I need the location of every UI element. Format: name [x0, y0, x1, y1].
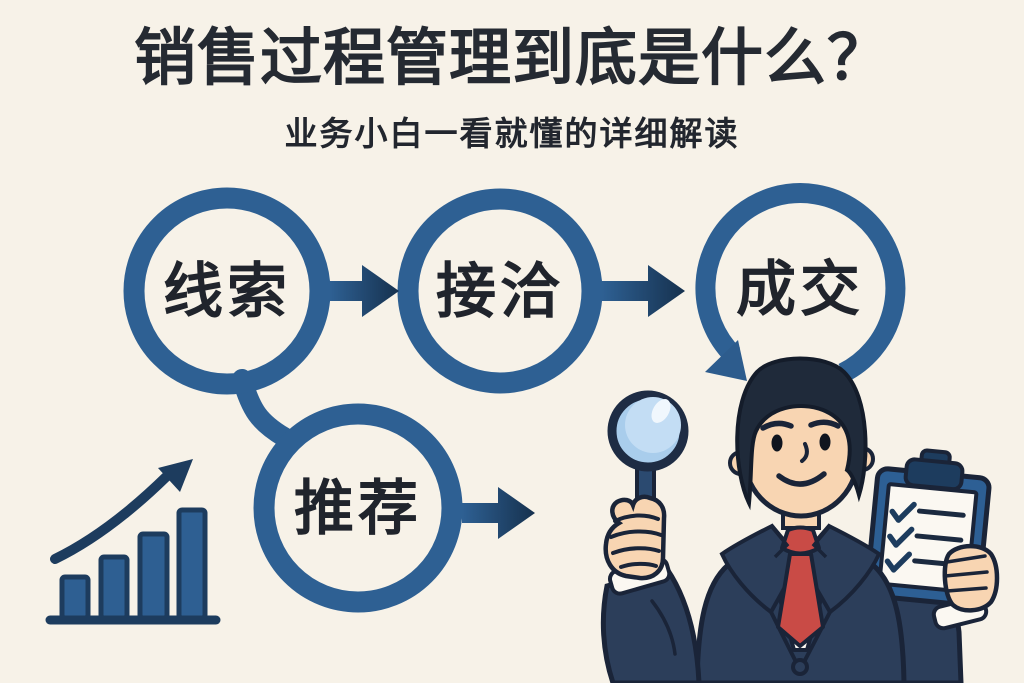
flow-step-label-referral: 推荐 [294, 475, 422, 542]
checklist-line [914, 533, 964, 543]
trend-arrow-line [50, 472, 171, 564]
sales-flow-diagram: 线索 接洽 成交 推荐 [123, 183, 906, 613]
flow-step-circle-contact [397, 188, 603, 394]
flow-step-circle-referral [253, 403, 463, 613]
arrow-contact-to-deal-icon [602, 265, 685, 317]
checkmark-icon [887, 526, 915, 548]
collar-lines [770, 525, 831, 559]
bar-3 [137, 531, 170, 621]
right-hand [942, 543, 1000, 613]
checkmark-icon [889, 501, 917, 523]
arrow-referral-out-icon [462, 487, 535, 539]
hair [735, 356, 868, 511]
eyebrows [760, 419, 841, 431]
eye-right [819, 433, 831, 451]
jacket-closure-lines [769, 611, 832, 665]
checkmark-icon [884, 551, 913, 573]
bar-2 [98, 554, 130, 621]
flow-step-ring-deal [695, 183, 906, 382]
magnifier-lens-light [625, 397, 681, 453]
flow-step-label-contact: 接洽 [436, 258, 564, 325]
flow-step-circle-leads [123, 187, 331, 395]
bar-4 [176, 507, 208, 621]
cycle-arrowhead-icon [705, 340, 747, 381]
trend-arrowhead-icon [158, 459, 193, 492]
right-hand-fingers [943, 554, 989, 593]
checklist-line [916, 508, 966, 518]
eye-left [771, 434, 783, 452]
page-title: 销售过程管理到底是什么？ [133, 24, 890, 93]
page-subtitle: 业务小白一看就懂的详细解读 [284, 115, 740, 152]
head [728, 356, 875, 519]
flow-step-label-deal: 成交 [736, 256, 864, 323]
sleeve-crease [650, 599, 677, 656]
flow-step-label-leads: 线索 [163, 258, 291, 325]
tie-knot [780, 525, 821, 556]
nose [800, 442, 809, 463]
fist-knuckle-lines [609, 513, 663, 569]
smile [776, 471, 827, 487]
magnifying-glass-icon [607, 390, 689, 507]
tie-blade [776, 552, 825, 648]
bar-1 [59, 574, 91, 621]
lens-highlight [651, 399, 671, 423]
growth-chart-icon [45, 459, 221, 625]
arrow-leads-to-contact-icon [330, 265, 399, 317]
businessman-illustration [600, 356, 1000, 683]
suit-button [791, 658, 809, 676]
